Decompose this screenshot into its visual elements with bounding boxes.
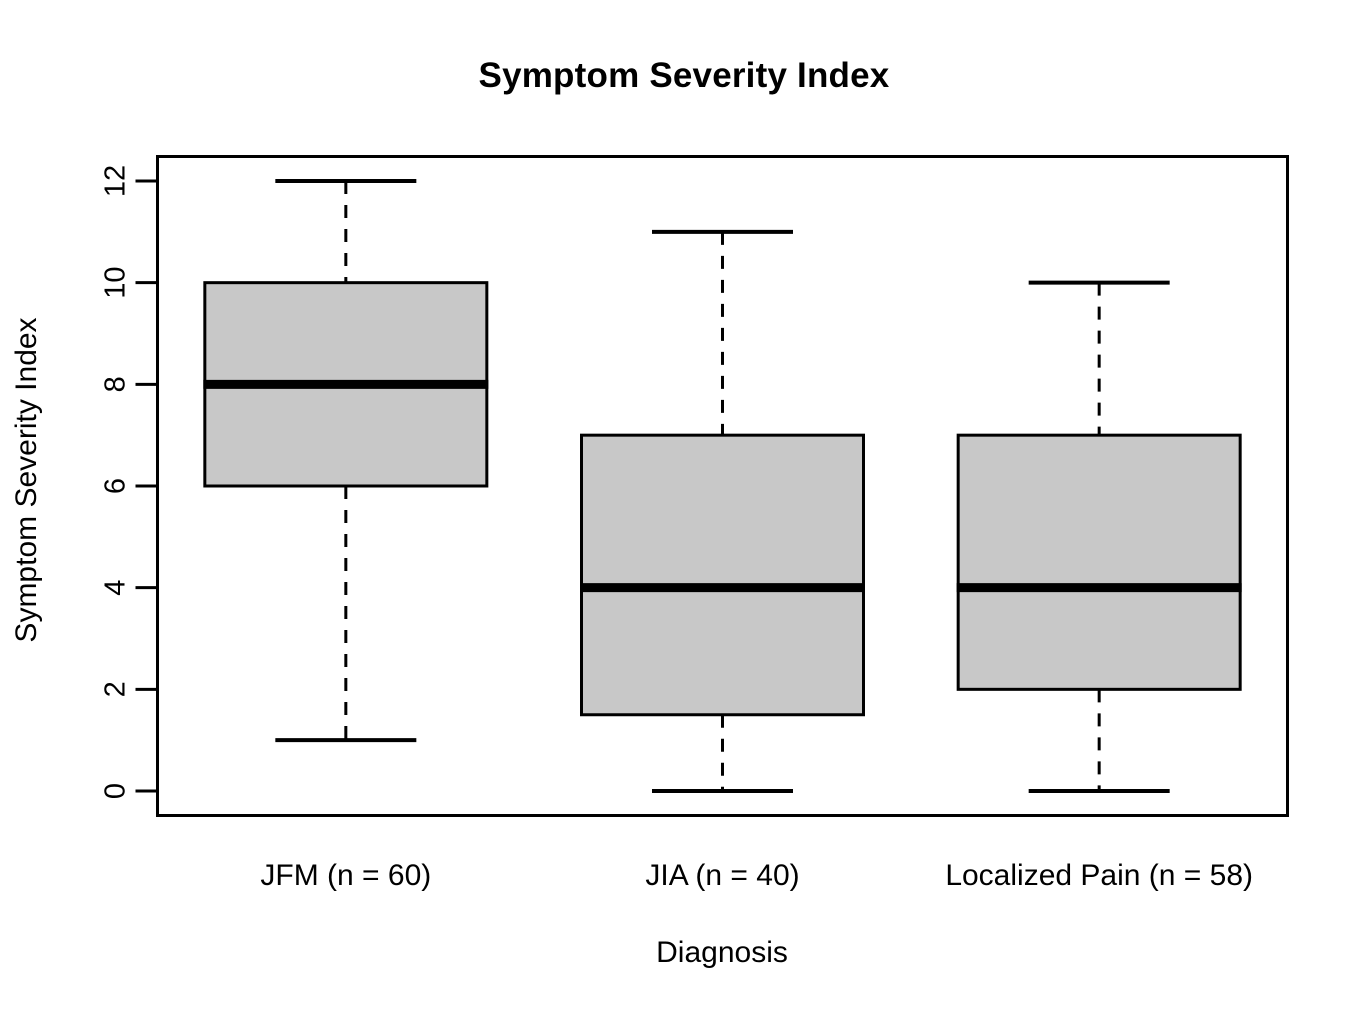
y-axis: 0 2 4 6 8 10 12 bbox=[100, 165, 158, 799]
boxplot-localized-pain[interactable] bbox=[956, 280, 1242, 793]
box-iqr[interactable] bbox=[580, 433, 865, 717]
y-tick-label-10: 10 bbox=[100, 267, 132, 299]
x-category-label-2: Localized Pain (n = 58) bbox=[945, 859, 1253, 892]
x-category-label-0: JFM (n = 60) bbox=[260, 859, 431, 892]
boxplot-jfm[interactable] bbox=[203, 179, 489, 743]
x-axis-title: Diagnosis bbox=[656, 936, 788, 969]
y-tick-label-4: 4 bbox=[100, 580, 132, 596]
x-category-label-1: JIA (n = 40) bbox=[645, 859, 799, 892]
y-tick-label-6: 6 bbox=[100, 478, 132, 494]
y-tick-label-0: 0 bbox=[100, 783, 132, 799]
y-tick-label-2: 2 bbox=[100, 681, 132, 697]
box-series bbox=[203, 179, 1242, 793]
page-title: Symptom Severity Index bbox=[478, 56, 890, 95]
boxplot-jia[interactable] bbox=[580, 229, 865, 793]
y-tick-label-12: 12 bbox=[100, 165, 132, 197]
y-tick-label-8: 8 bbox=[100, 376, 132, 392]
box-iqr[interactable] bbox=[956, 433, 1242, 691]
x-axis-category-labels: JFM (n = 60) JIA (n = 40) Localized Pain (… bbox=[260, 859, 1253, 892]
y-axis-title: Symptom Severity Index bbox=[10, 317, 43, 642]
